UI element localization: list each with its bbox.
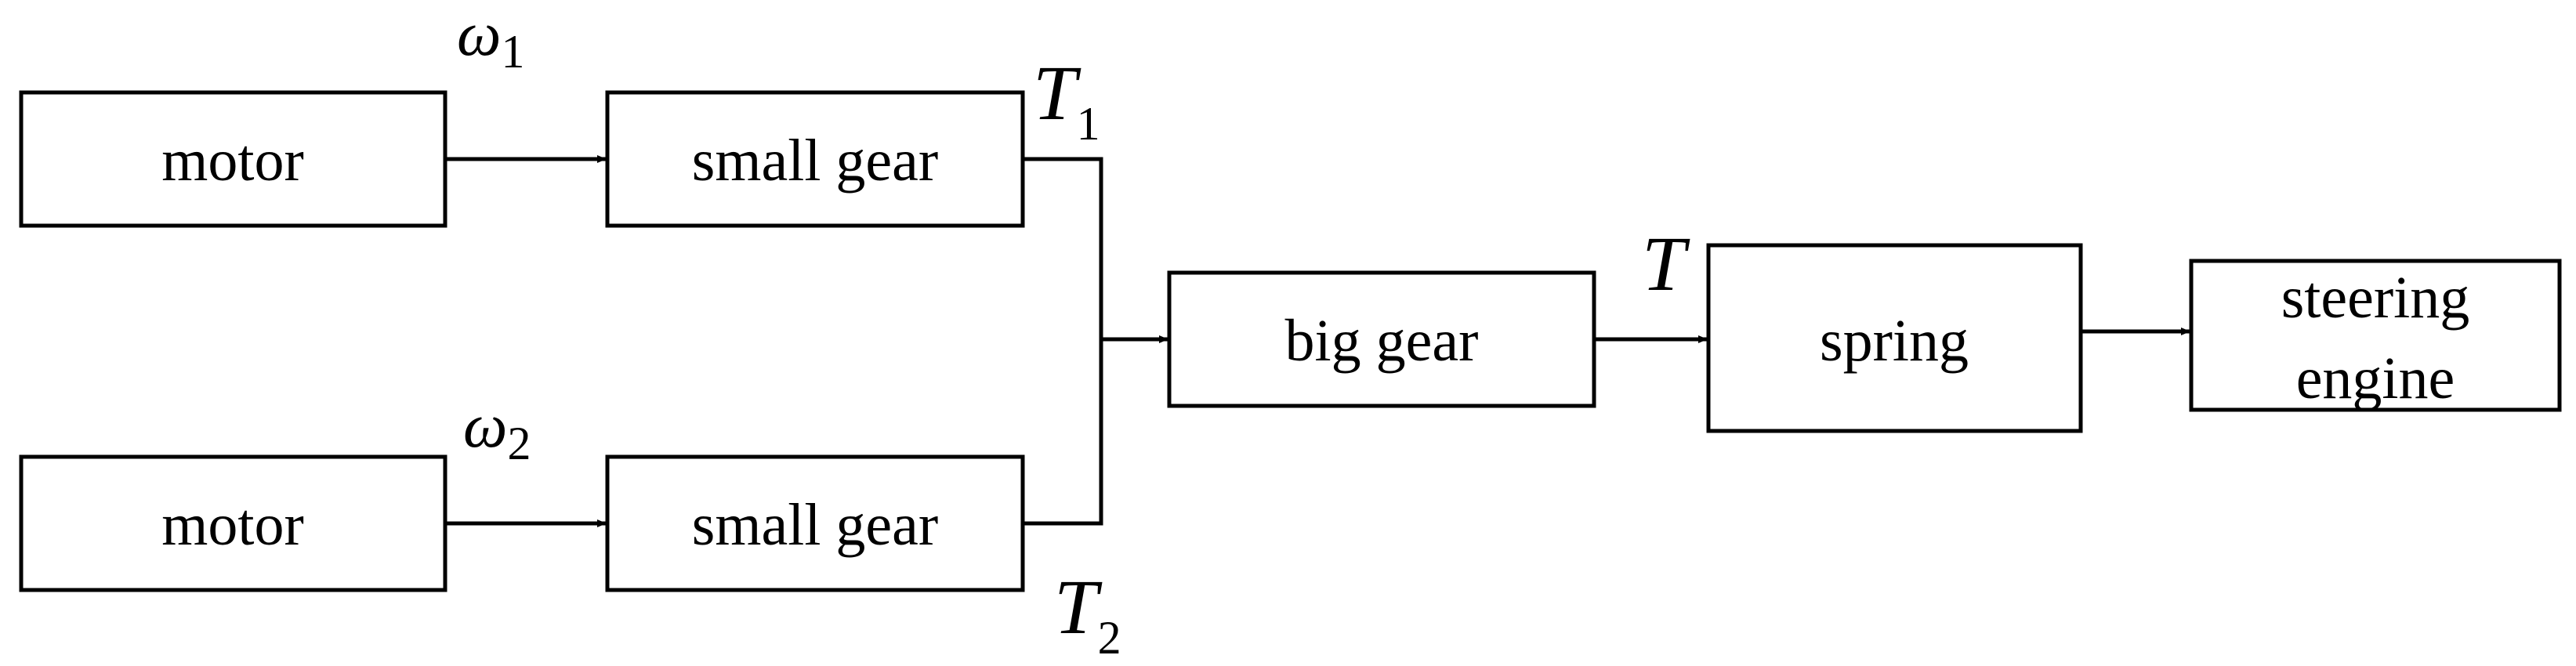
connector-smallgear2-to-junction [1023,339,1103,526]
omega-2-symbol: ω2 [463,392,531,469]
small-gear-label-2: small gear [692,492,938,558]
steering-engine-label-line2: engine [2296,346,2455,411]
small-gear-block-1: small gear [605,90,1025,228]
steering-engine-label-line1: steering [2281,265,2470,331]
torque-1-symbol: T1 [1033,49,1100,150]
motor-label-1: motor [161,128,304,194]
motor-label-2: motor [161,492,304,558]
steering-engine-block: steering engine [2189,259,2562,412]
torque-2-symbol: T2 [1054,563,1121,664]
motor-block-1: motor [19,90,447,228]
small-gear-block-2: small gear [605,454,1025,592]
small-gear-label-1: small gear [692,128,938,194]
big-gear-label: big gear [1285,308,1479,374]
torque-total-symbol: T [1642,220,1690,307]
spring-block: spring [1706,243,2083,433]
connector-smallgear1-to-junction [1023,157,1103,339]
omega-1-symbol: ω1 [457,0,524,78]
motor-block-2: motor [19,454,447,592]
big-gear-block: big gear [1167,270,1596,408]
spring-label: spring [1820,308,1969,374]
